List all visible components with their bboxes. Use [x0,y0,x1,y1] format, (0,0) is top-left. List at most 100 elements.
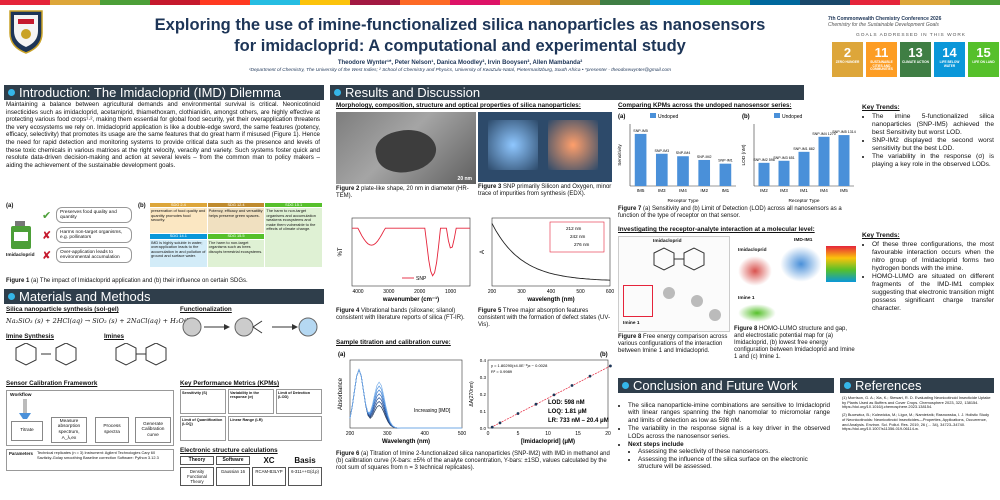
sdg-number: 11 [874,45,889,60]
legend-label: SNP [416,276,427,282]
next-step-item: Assessing the influence of the silica su… [638,456,830,471]
bar [698,159,711,186]
x-tick-label: IM3 [658,188,666,193]
bar [655,153,668,186]
plot-frame [351,217,471,287]
x-tick-label: 5 [517,431,520,437]
kpm-cell-label: Linear Range (LR) [230,418,263,422]
x-axis-label: Receptor Type [667,198,698,204]
kpm-compare-title: Comparing KPMs across the undoped nanose… [618,102,792,109]
kpm-title: Key Performance Metrics (KPMs) [180,380,280,387]
x-tick-label: 10 [545,431,551,437]
titration-series-line [349,368,462,429]
inset-frame [549,221,605,253]
sdg-table-cell: The harm to non-target organisms such as… [207,239,265,267]
references-heading: References [840,378,994,393]
x-tick-label: IM2 [760,188,768,193]
y-tick-label: 0.4 [480,358,487,363]
lumo-orbital [780,246,822,282]
x-tick-label: 1000 [445,289,456,295]
intro-heading: Introduction: The Imidacloprid (IMD) Dil… [4,85,324,100]
kpm-cell: Variability in the response (σ) [228,389,274,414]
y-axis-label: Sensitivity [617,144,623,166]
key-trend-item: The variability in the response (σ) is p… [872,153,994,169]
y-tick-label: 0.3 [480,375,487,380]
annotation-label: 276 nm [574,242,589,247]
calibration-point [516,412,520,415]
rainbow-segment [800,0,850,5]
conclusion-item: The silica nanoparticle-imine combinatio… [628,402,830,424]
titration-series-line [349,368,462,429]
workflow-label: Workflow [10,393,32,398]
bar-data-label: SNP-IM2 598 [753,158,775,162]
sdg-number: 13 [908,45,923,60]
x-tick-label: 4000 [352,289,363,295]
homo-orbital [738,256,772,286]
fig6-caption: Figure 6 (a) Titration of Imine 2-functi… [336,451,614,472]
sdg-table-cell: IMD is highly soluble in water; overappl… [150,239,207,267]
x-tick-label: IM4 [679,188,687,193]
calibration-point [570,384,574,387]
x-tick-label: IM5 [840,188,848,193]
fig8a-caption: Figure 8 Free energy comparison across v… [618,334,730,355]
x-tick-label: 200 [488,289,497,295]
y-tick-label: 0.0 [480,426,487,431]
annotation-label: Increasing [IMD] [414,408,451,414]
workflow-step: Measure absorption spectrum, A_λ,ex [51,417,87,443]
cross-icon: ✘ [42,229,52,242]
conclusion-body: The silica nanoparticle-imine combinatio… [620,402,830,471]
sdg-label: CLIMATE ACTION [902,60,929,64]
key-trend-item: SNP-IM2 displayed the second worst sensi… [872,137,994,153]
impact-text: Over-application leads to environmental … [56,247,132,263]
sdg-number: 14 [942,45,957,60]
ecs-xc-value: RCAM-B3LYP [252,467,286,486]
fig1b: (b) SDG 2.4 SDG 12.4 SDG 15.1 preservati… [138,202,322,275]
fig3-caption: Figure 3 SNP primarily Silicon and Oxyge… [478,184,612,198]
bar [634,133,647,186]
edx-map-o [548,120,598,170]
impact-list: ✔ Preserves food quality and quantity ✘ … [42,207,134,263]
fig7-caption-label: Figure 7 [618,206,642,212]
results-heading: Results and Discussion [330,85,804,100]
key-trends-1: Key Trends: The imine 5-functionalized s… [862,104,994,169]
fig3-caption-text: SNP primarily Silicon and Oxygen, minor … [478,184,612,198]
sdg-table-cell: Potency, efficacy and versatility helps … [207,208,265,234]
sdg-table: SDG 2.4 SDG 12.4 SDG 15.1 preservation o… [150,202,322,267]
sensor-calibration-title: Sensor Calibration Framework [6,380,98,387]
fig1a-label: (a) [6,203,14,209]
imine1-orbital [738,304,776,322]
rainbow-segment [300,0,350,5]
rainbow-segment [100,0,150,5]
fig5-caption: Figure 5 Three major absorption features… [478,308,614,329]
fig8-imidacloprid-label: Imidacloprid [653,239,682,244]
fit-equation: y = 1.80290(±4.0E⁻³)x − 0.0028 [491,363,548,368]
x-tick-label: 500 [458,431,466,437]
rainbow-segment [350,0,400,5]
lod-value: LOD: 598 nM [548,400,585,406]
edx-map-si [488,120,538,170]
x-tick-label: 0 [487,431,490,437]
bar [838,135,850,186]
kpm-cell: Limit of Quantification (LOQ) [180,416,226,441]
imine-synthesis-title: Imine Synthesis [6,333,54,340]
kpm-cell-label: Limit of Quantification (LOQ) [182,418,223,426]
next-step-item: Assessing the selectivity of these nanos… [638,448,830,455]
intro-body: Maintaining a balance between agricultur… [6,101,320,169]
poster-header: Exploring the use of imine-functionalize… [0,5,1000,81]
fig8-imine1-label: Imine 1 [623,321,640,326]
receptor-title: Investigating the receptor-analyte inter… [618,226,815,233]
fig5-caption-label: Figure 5 [478,308,502,314]
x-tick-label: 3000 [383,289,394,295]
cross-icon: ✘ [42,249,52,262]
homo-imidacloprid-label: Imidacloprid [738,248,767,253]
ecs-basis-value: 6-311++G(d,p) [288,467,322,486]
conclusion-item: The variability in the response signal i… [628,425,830,440]
fig6-caption-label: Figure 6 [336,451,360,457]
x-axis-label: wavenumber (cm⁻¹) [382,296,439,303]
calibration-point [552,393,556,397]
fig2-caption-text: plate-like shape, 20 nm in diameter (HR-… [336,186,469,200]
poster-title: Exploring the use of imine-functionalize… [110,15,810,57]
